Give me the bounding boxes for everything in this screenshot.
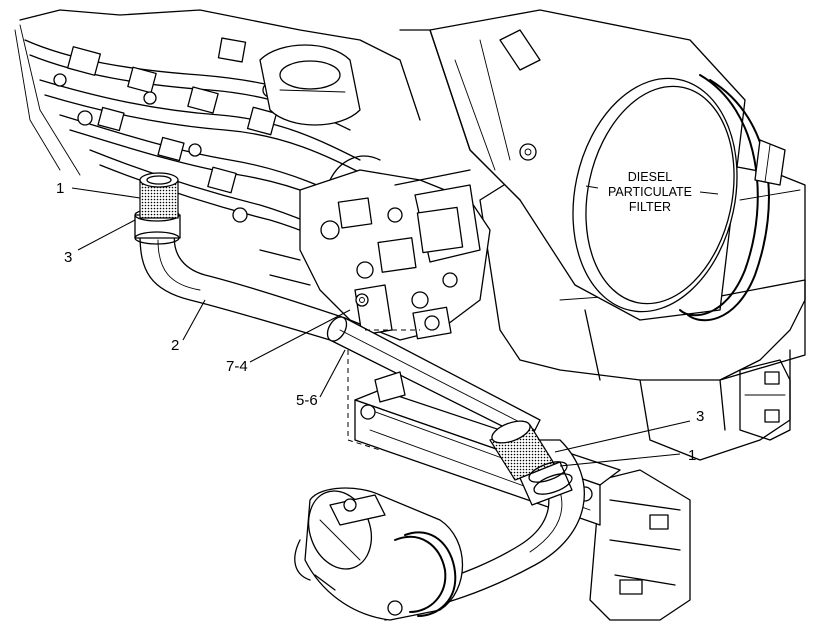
dpf-label-line-2: PARTICULATE [608, 185, 692, 199]
diesel-particulate-filter: DIESEL PARTICULATE FILTER [399, 9, 786, 322]
dpf-label-line-3: FILTER [629, 200, 671, 214]
callout-1-top: 1 [56, 180, 64, 197]
callout-3-bottom: 3 [696, 408, 704, 425]
callout-7-4: 7-4 [226, 358, 248, 375]
engine-wiring-harness [14, 9, 421, 271]
middle-tube [326, 316, 541, 441]
callout-5-6: 5-6 [296, 392, 318, 409]
dpf-label-line-1: DIESEL [628, 170, 673, 184]
callout-1-bottom: 1 [688, 447, 696, 464]
reference-dashes [347, 329, 420, 451]
callout-numbers: 1 3 2 7-4 5-6 3 1 [56, 180, 704, 464]
lower-pump-motor [294, 487, 464, 621]
callout-2: 2 [171, 337, 179, 354]
callout-3-top: 3 [64, 249, 72, 266]
upper-hose-assembly [134, 172, 346, 341]
valve-manifold-assembly [259, 155, 491, 341]
callout-leaders [71, 187, 691, 467]
engine-frame [479, 149, 806, 621]
